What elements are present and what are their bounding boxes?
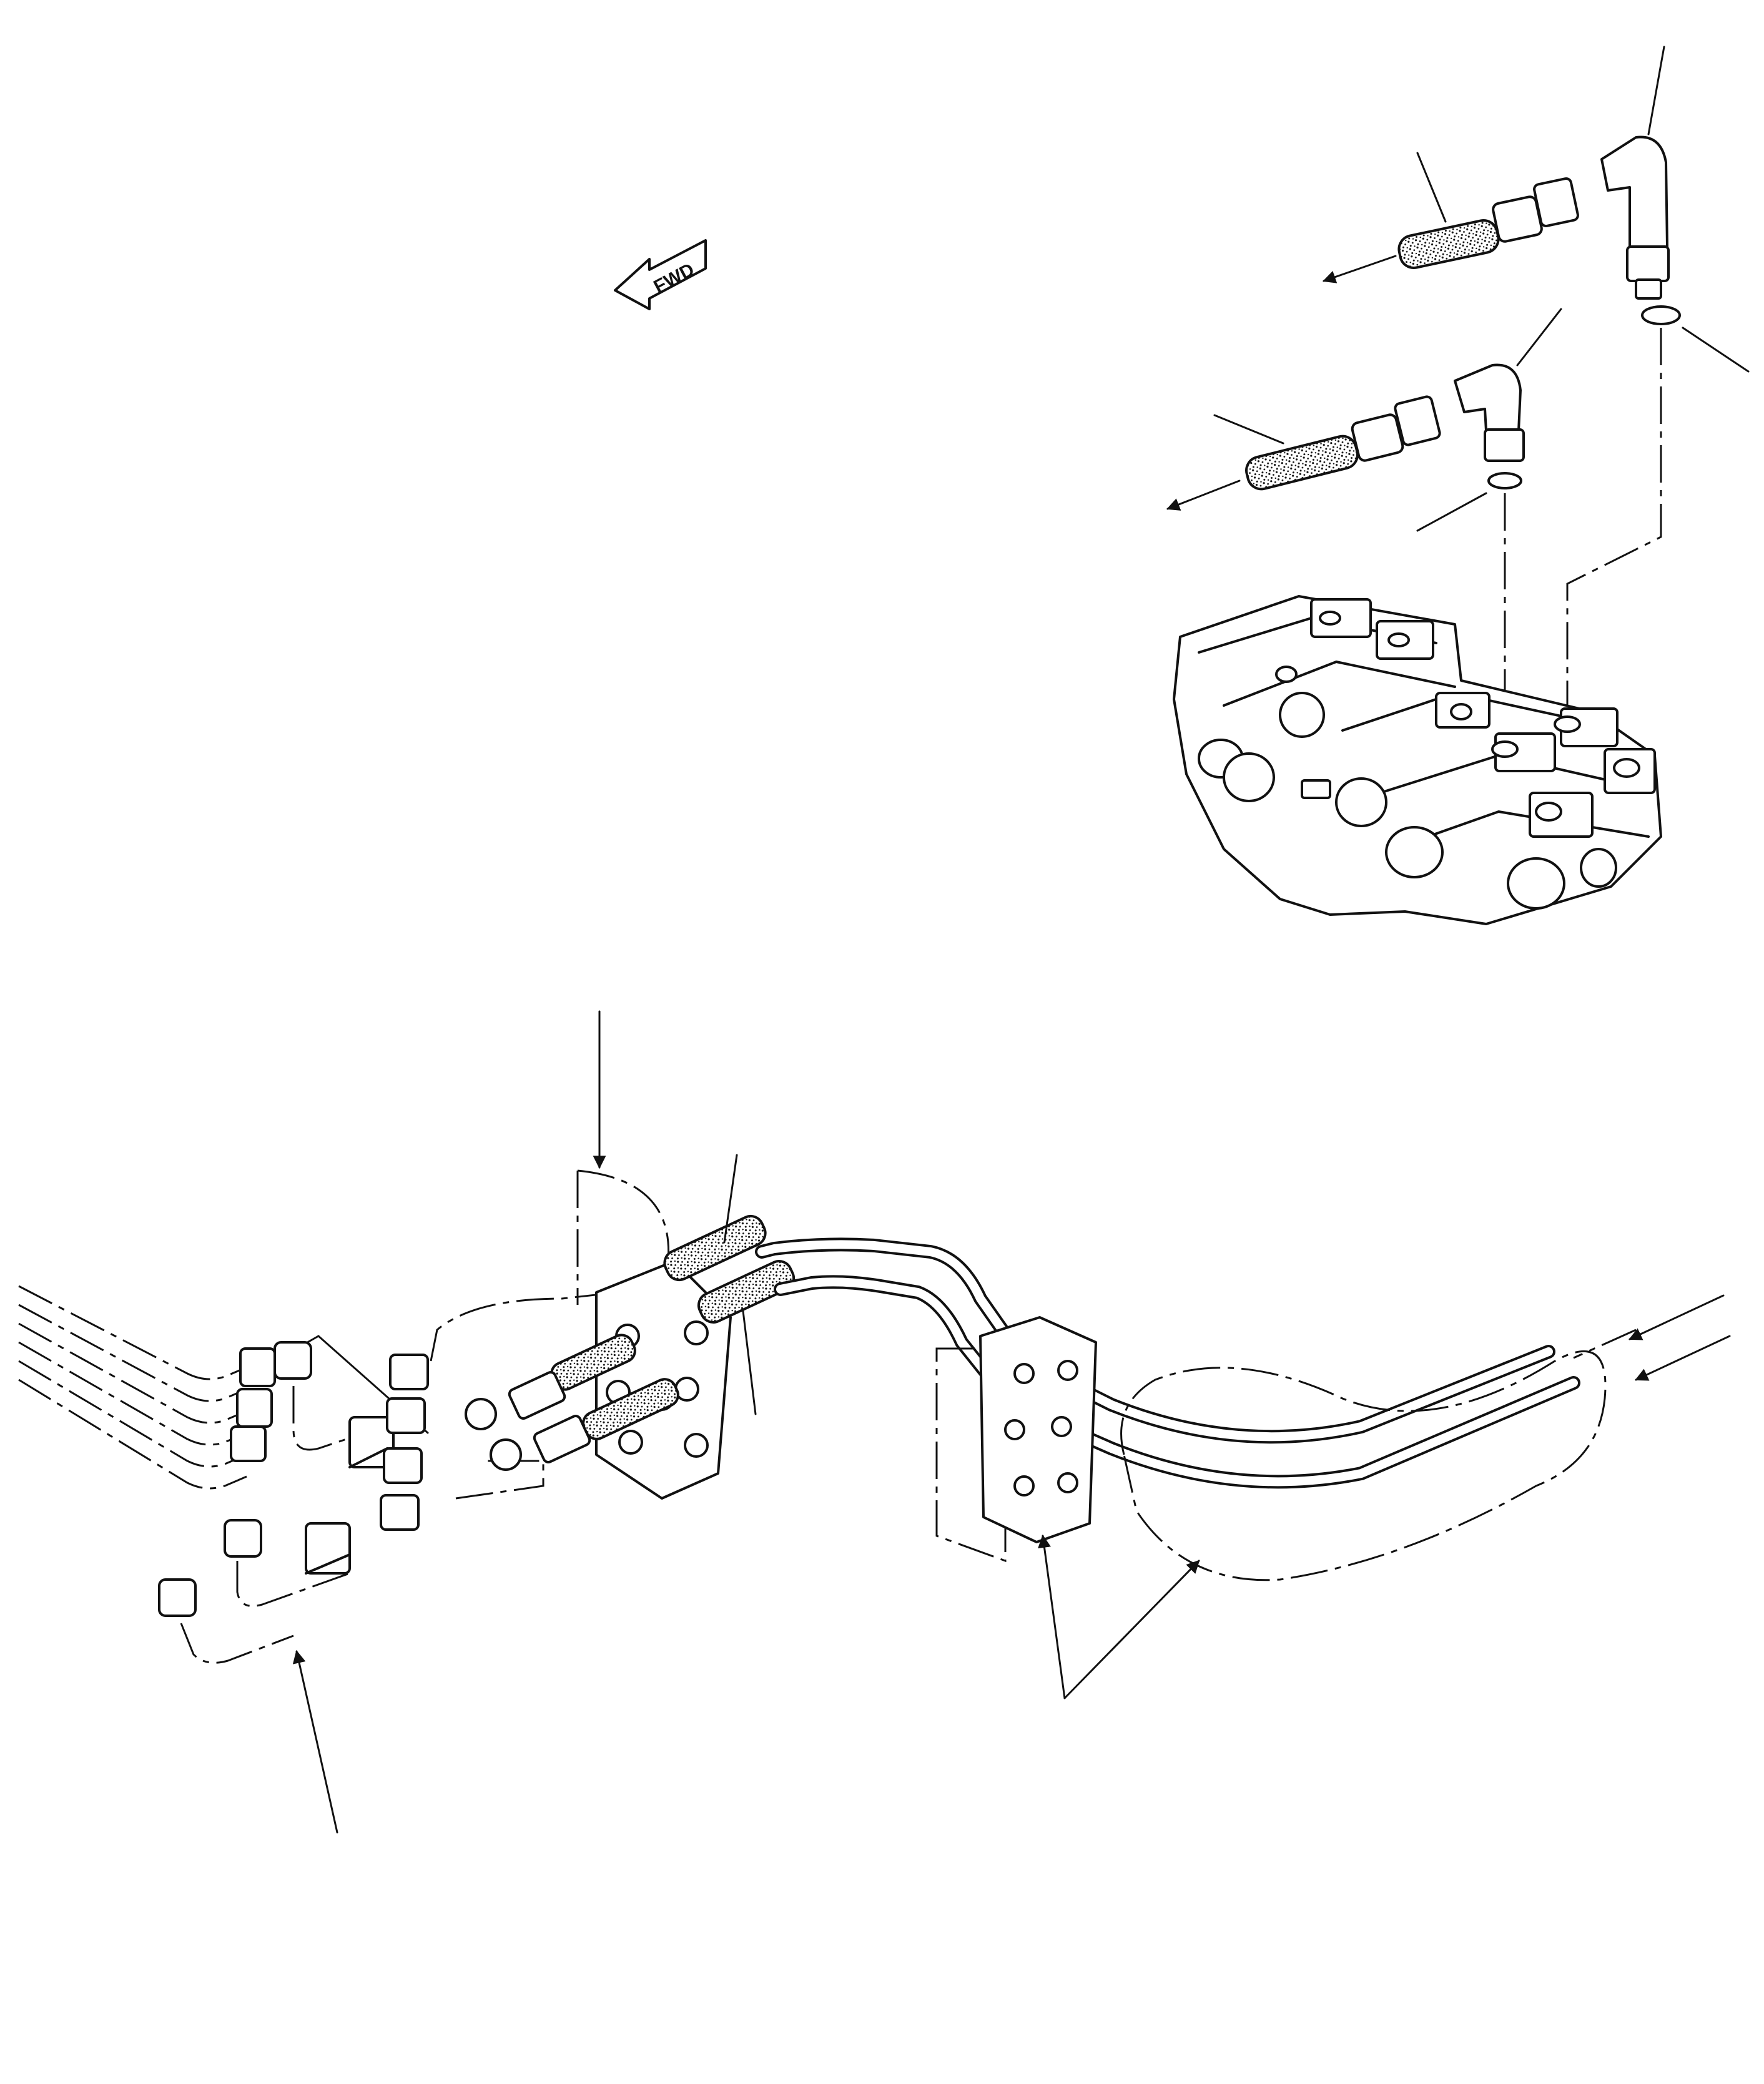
elbow-fitting <box>1454 363 1522 432</box>
protective-sleeve <box>1120 1350 1607 1581</box>
leader-line <box>1416 492 1487 532</box>
o-ring <box>1487 472 1522 489</box>
leader-line <box>742 1310 757 1415</box>
hydraulic-hose <box>1397 219 1500 269</box>
elbow-nut <box>1484 428 1525 462</box>
flow-arrow <box>1323 255 1397 283</box>
leader-line <box>723 1154 738 1244</box>
hose-nut <box>1394 395 1441 446</box>
elbow-nut <box>1626 245 1670 282</box>
elbow-fitting <box>1600 135 1668 251</box>
lower-pipe-bundle <box>18 1285 429 1834</box>
flow-arrow <box>292 1649 338 1834</box>
center-bulkhead <box>430 1010 796 1500</box>
pipe-run <box>755 1237 1580 1489</box>
o-ring <box>1641 305 1681 325</box>
leader-line <box>1213 414 1284 445</box>
inbound-arrows <box>1573 1294 1731 1381</box>
hose-ferrule <box>1492 195 1543 243</box>
upper-hose-assembly <box>1166 46 1750 532</box>
flow-arrow <box>1038 1534 1066 1699</box>
right-bulkhead <box>935 1316 1200 1699</box>
flow-arrow <box>1063 1560 1200 1699</box>
leader-line <box>1682 327 1750 373</box>
leader-line <box>1647 46 1665 135</box>
control-valve <box>1173 595 1662 925</box>
leader-line <box>1416 152 1447 223</box>
connection-centerline <box>1566 328 1662 724</box>
hose-ferrule <box>1351 413 1404 462</box>
leader-line <box>1516 308 1562 366</box>
hose-nut <box>1533 177 1579 228</box>
elbow-adapter <box>1635 278 1662 300</box>
forward-arrow-icon <box>614 239 707 310</box>
hydraulic-hose <box>1245 435 1359 491</box>
fwd-direction-marker: FWD <box>614 239 707 310</box>
flow-arrow <box>1166 479 1241 511</box>
